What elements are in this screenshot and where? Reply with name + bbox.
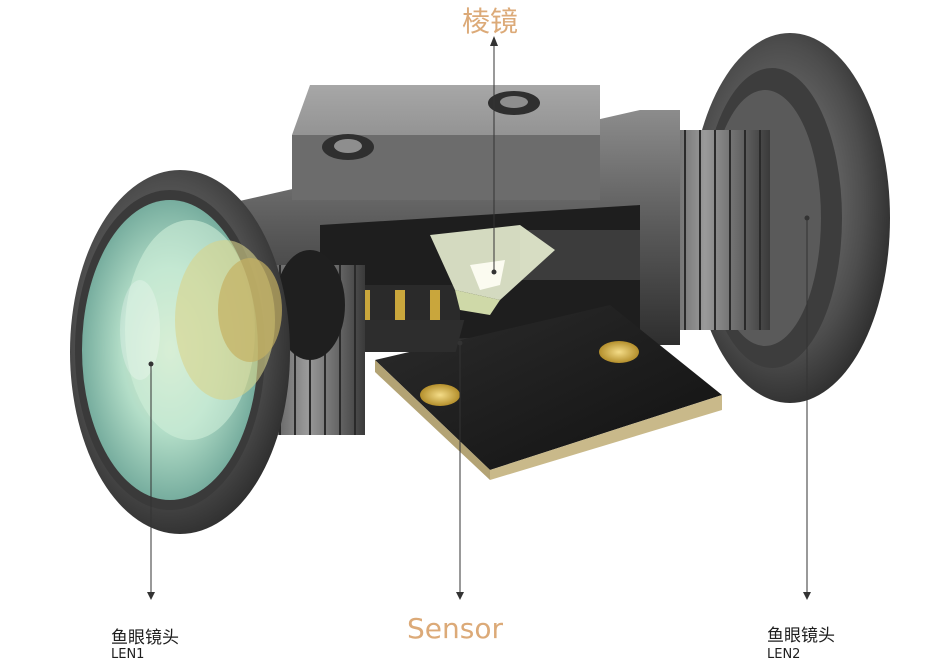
dot-lens1 <box>148 361 154 367</box>
pcb-board <box>345 305 722 480</box>
dot-lens2 <box>804 215 810 221</box>
arrow-lens2 <box>803 592 811 600</box>
dot-prism <box>491 269 497 275</box>
arrow-sensor <box>456 592 464 600</box>
dot-sensor <box>457 340 463 346</box>
left-fisheye-lens-glass <box>82 200 282 500</box>
sensor-label: Sensor <box>407 612 503 645</box>
lens2-label-cn: 鱼眼镜头 <box>767 626 835 646</box>
lens1-label-cn: 鱼眼镜头 <box>111 628 179 648</box>
prism-label: 棱镜 <box>462 5 519 38</box>
lens1-label-en: LEN1 <box>111 647 145 662</box>
arrow-prism <box>490 36 498 46</box>
arrow-lens1 <box>147 592 155 600</box>
lens2-label-en: LEN2 <box>767 647 801 662</box>
prism <box>430 225 555 315</box>
